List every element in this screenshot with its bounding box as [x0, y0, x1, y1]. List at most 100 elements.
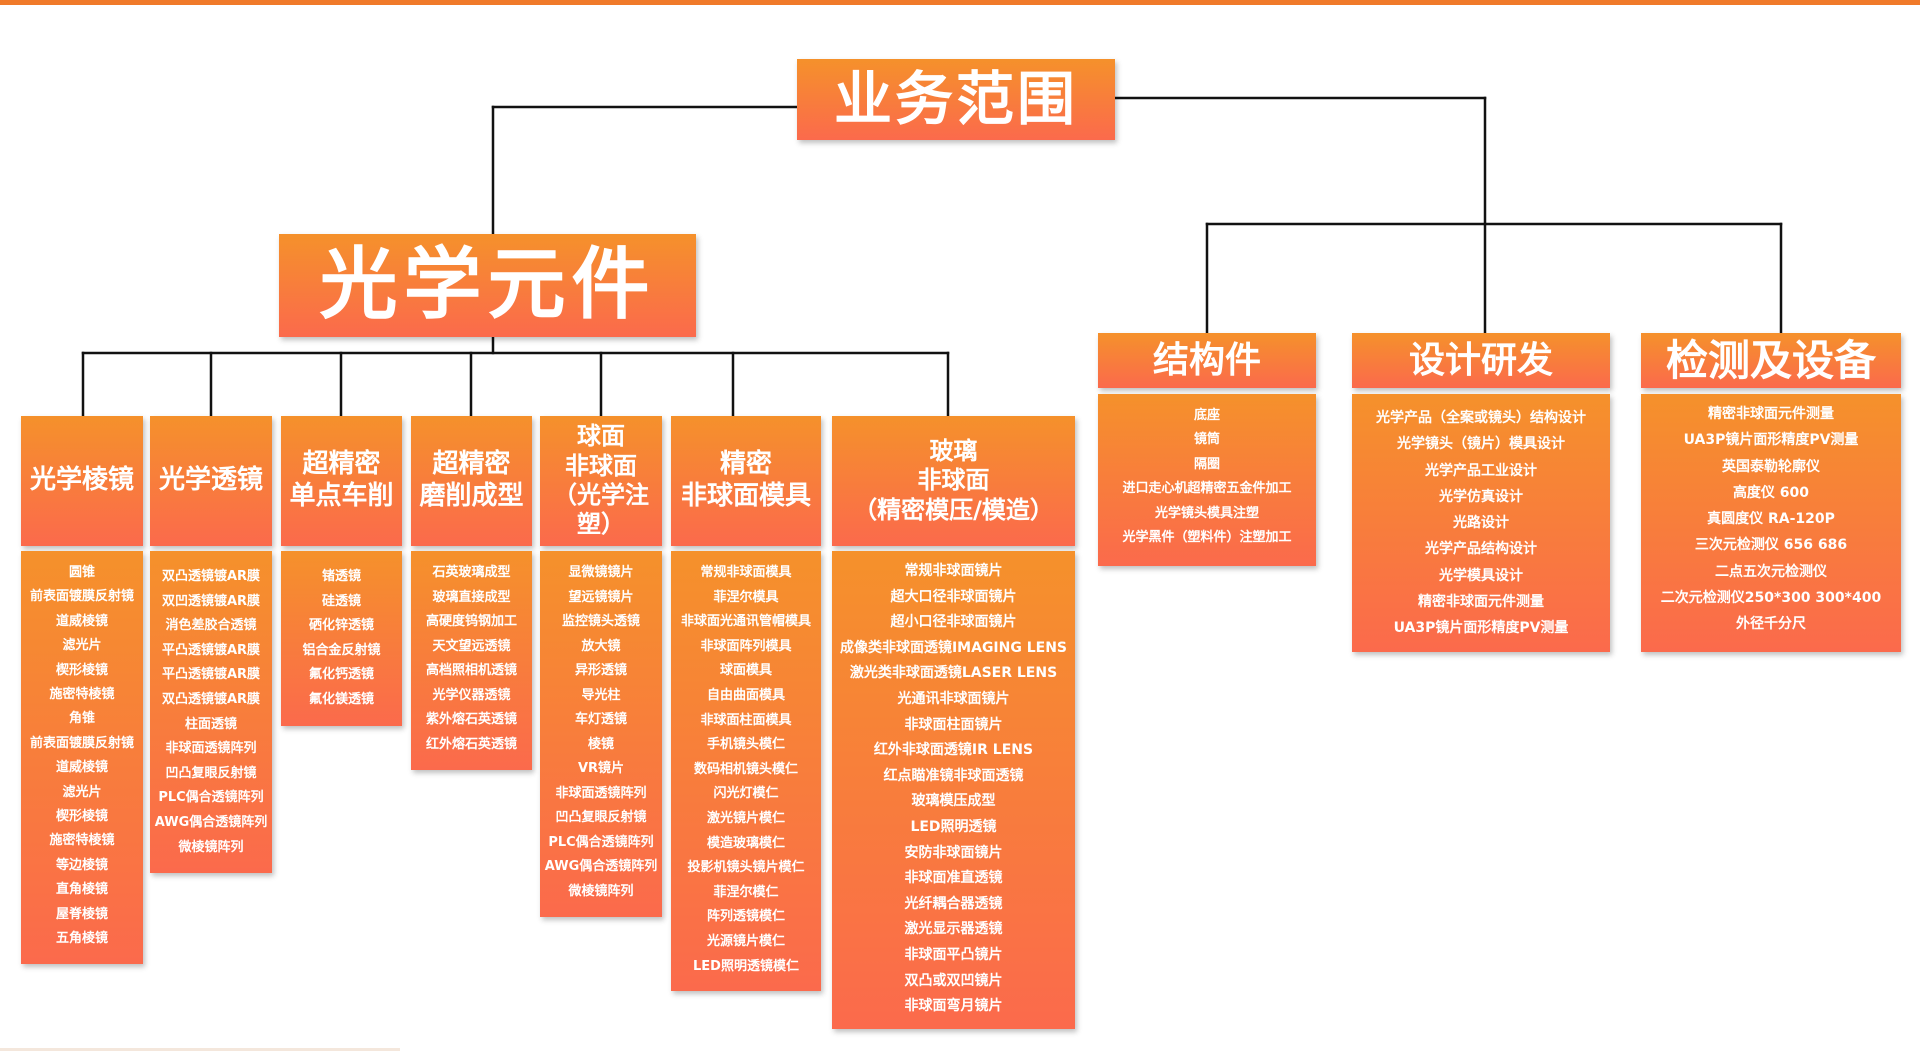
right-header-testing: 检测及设备 [1641, 333, 1901, 388]
optics-col-header-lens: 光学透镜 [150, 416, 272, 546]
list-item: 二次元检测仪250*300 300*400 [1660, 590, 1882, 607]
list-item: 镜筒 [1193, 432, 1220, 448]
list-item: 微棱镜阵列 [178, 839, 244, 855]
bottom-accent-bar [0, 1048, 400, 1051]
list-item: 投影机镜头镜片模仁 [687, 860, 805, 876]
list-item: 手机镜头模仁 [706, 737, 785, 753]
list-item: 玻璃直接成型 [432, 589, 511, 605]
list-item: 五角棱镜 [55, 931, 108, 947]
list-item: 光纤耦合器透镜 [904, 895, 1003, 912]
optics-col-list-turning: 锗透镜 硅透镜 硒化锌透镜 铝合金反射镜 氟化钙透镜 氟化镁透镜 [281, 551, 402, 726]
list-item: 双凸或双凹镜片 [904, 972, 1003, 989]
list-item: 光通讯非球面镜片 [897, 690, 1010, 707]
optics-col-list-prism: 圆锥 前表面镀膜反射镜 道威棱镜 滤光片 楔形棱镜 施密特棱镜 角锥 前表面镀膜… [21, 551, 143, 964]
list-item: 导光柱 [581, 687, 621, 703]
list-item: 非球面透镜阵列 [555, 785, 647, 801]
optics-col-header-grinding: 超精密 磨削成型 [411, 416, 532, 546]
list-item: 滤光片 [62, 638, 102, 654]
list-item: 天文望远透镜 [432, 638, 511, 654]
list-item: 高档照相机透镜 [425, 663, 517, 678]
list-item: 光路设计 [1453, 515, 1509, 532]
list-item: 二点五次元检测仪 [1715, 563, 1827, 580]
list-item: 光学仿真设计 [1439, 488, 1523, 505]
optics-col-list-lens: 双凸透镜镀AR膜 双凹透镜镀AR膜 消色差胶合透镜 平凸透镜镀AR膜 平凸透镜镀… [150, 551, 272, 873]
list-item: 成像类非球面透镜IMAGING LENS [839, 639, 1068, 656]
list-item: 激光显示器透镜 [904, 921, 1003, 938]
list-item: 氟化镁透镜 [308, 691, 374, 707]
list-item: 常规非球面镜片 [904, 563, 1003, 579]
list-item: 闪光灯模仁 [713, 786, 779, 802]
list-item: 道威棱镜 [55, 613, 108, 629]
optics-col-list-injection: 显微镜镜片 望远镜镜片 监控镜头透镜 放大镜 异形透镜 导光柱 车灯透镜 棱镜 … [540, 551, 662, 917]
list-item: 施密特棱镜 [49, 833, 115, 849]
list-item: 平凸透镜镀AR膜 [161, 667, 261, 683]
list-item: 硒化锌透镜 [308, 618, 374, 634]
root-title-box: 业务范围 [797, 59, 1115, 140]
list-item: 进口走心机超精密五金件加工 [1122, 481, 1292, 497]
list-item: 滤光片 [62, 784, 102, 800]
list-item: 双凸透镜镀AR膜 [161, 691, 261, 707]
list-item: 底座 [1193, 408, 1220, 423]
list-item: 光学模具设计 [1439, 567, 1523, 584]
list-item: AWG偶合透镜阵列 [154, 814, 268, 830]
list-item: 圆锥 [68, 565, 95, 580]
list-item: 精密非球面元件测量 [1708, 406, 1834, 422]
list-item: 光源镜片模仁 [706, 933, 785, 949]
optics-title: 光学元件 [319, 239, 656, 330]
list-item: 数码相机镜头模仁 [693, 761, 798, 777]
list-item: 高度仪 600 [1732, 484, 1810, 501]
list-item: 非球面柱面镜片 [904, 716, 1003, 733]
list-item: 角锥 [68, 711, 95, 727]
optics-title-box: 光学元件 [279, 234, 696, 337]
top-accent-bar [0, 0, 1920, 5]
list-item: 光学黑件（塑料件）注塑加工 [1122, 530, 1292, 546]
optics-col-header-injection: 球面 非球面 （光学注塑） [540, 416, 662, 546]
list-item: AWG偶合透镜阵列 [544, 859, 658, 874]
list-item: LED照明透镜 [910, 818, 997, 835]
list-item: 柱面透镜 [184, 716, 237, 732]
list-item: 望远镜镜片 [568, 589, 634, 605]
root-title: 业务范围 [833, 65, 1078, 134]
list-item: 光学仪器透镜 [432, 687, 511, 703]
list-item: 三次元检测仪 656 686 [1694, 537, 1848, 554]
right-header-design: 设计研发 [1352, 333, 1610, 388]
list-item: 楔形棱镜 [55, 809, 108, 825]
list-item: 阵列透镜模仁 [706, 909, 785, 925]
list-item: 紫外熔石英透镜 [425, 712, 517, 727]
optics-col-list-glass: 常规非球面镜片 超大口径非球面镜片 超小口径非球面镜片 成像类非球面透镜IMAG… [832, 551, 1075, 1029]
list-item: 光学产品（全案或镜头）结构设计 [1376, 410, 1586, 426]
list-item: LED照明透镜模仁 [693, 958, 799, 974]
optics-col-list-grinding: 石英玻璃成型 玻璃直接成型 高硬度钨钢加工 天文望远透镜 高档照相机透镜 光学仪… [411, 551, 532, 770]
list-item: 非球面透镜阵列 [165, 741, 257, 757]
list-item: VR镜片 [577, 761, 625, 776]
list-item: 自由曲面模具 [706, 687, 785, 703]
list-item: 前表面镀膜反射镜 [29, 735, 134, 751]
list-item: 微棱镜阵列 [568, 883, 634, 899]
right-list-structure: 底座 镜筒 隔圈 进口走心机超精密五金件加工 光学镜头模具注塑 光学黑件（塑料件… [1098, 394, 1316, 566]
list-item: 玻璃模压成型 [911, 793, 996, 810]
list-item: UA3P镜片面形精度PV测量 [1683, 432, 1859, 449]
list-item: 精密非球面元件测量 [1418, 594, 1544, 611]
list-item: 外径千分尺 [1736, 616, 1806, 633]
optics-col-header-glass: 玻璃 非球面 （精密模压/模造） [832, 416, 1075, 546]
list-item: 红点瞄准镜非球面透镜 [883, 767, 1024, 784]
list-item: 前表面镀膜反射镜 [29, 589, 134, 605]
list-item: UA3P镜片面形精度PV测量 [1393, 620, 1569, 637]
list-item: 光学镜头模具注塑 [1154, 505, 1259, 521]
list-item: 菲涅尔模具 [713, 589, 779, 605]
right-list-design: 光学产品（全案或镜头）结构设计 光学镜头（镜片）模具设计 光学产品工业设计 光学… [1352, 394, 1610, 652]
list-item: 球面模具 [719, 663, 772, 679]
list-item: 超大口径非球面镜片 [890, 588, 1017, 605]
list-item: 双凹透镜镀AR膜 [161, 593, 261, 609]
list-item: 氟化钙透镜 [308, 667, 374, 683]
list-item: 红外熔石英透镜 [425, 736, 517, 752]
list-item: 道威棱镜 [55, 760, 108, 776]
list-item: 菲涅尔模仁 [713, 884, 779, 900]
list-item: 非球面平凸镜片 [904, 946, 1003, 963]
list-item: 直角棱镜 [55, 882, 108, 898]
list-item: 双凸透镜镀AR膜 [161, 569, 261, 584]
list-item: 凹凸复眼反射镜 [555, 810, 647, 825]
list-item: 安防非球面镜片 [904, 844, 1003, 861]
list-item: 非球面弯月镜片 [904, 998, 1003, 1015]
list-item: PLC偶合透镜阵列 [158, 790, 264, 806]
